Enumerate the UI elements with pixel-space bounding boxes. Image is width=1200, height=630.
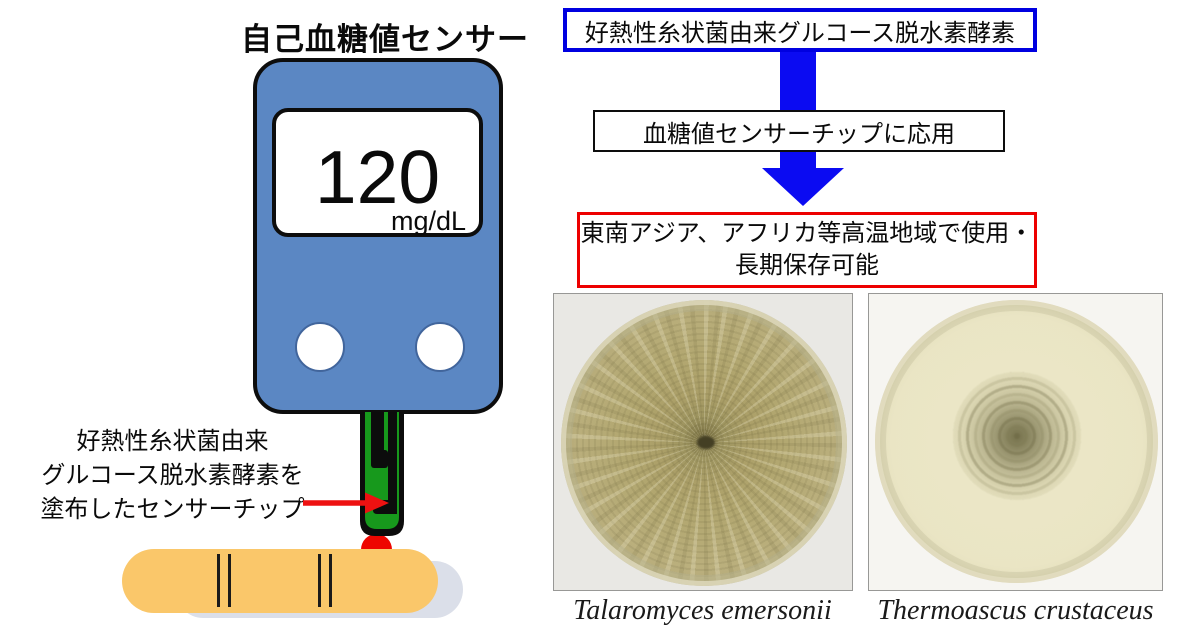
chip-annotation: 好熱性糸状菌由来 グルコース脱水素酵素を 塗布したセンサーチップ [30, 425, 315, 527]
glucose-reading-unit: mg/dL [390, 206, 466, 236]
species-caption-right: Thermoascus crustaceus [877, 595, 1154, 626]
petri-dish-talaromyces [561, 300, 847, 586]
chip-annotation-line2: グルコース脱水素酵素を [41, 462, 304, 489]
finger-illustration [122, 549, 438, 613]
chip-annotation-line3: 塗布したセンサーチップ [40, 496, 305, 523]
chip-annotation-line1: 好熱性糸状菌由来 [76, 428, 269, 455]
flow-box-apply-label: 血糖値センサーチップに応用 [643, 120, 955, 148]
flow-box-benefit-line1: 東南アジア、アフリカ等高温地域で使用・ [580, 220, 1034, 247]
species-caption-left: Talaromyces emersonii [573, 595, 832, 626]
petri-dish-photo-talaromyces [553, 293, 853, 591]
flow-box-benefit: 東南アジア、アフリカ等高温地域で使用・ 長期保存可能 [577, 212, 1037, 288]
finger-crease [228, 554, 231, 607]
finger-crease [329, 554, 332, 607]
glucose-meter-screen: 120 mg/dL [272, 108, 483, 237]
page-title: 自己血糖値センサー [241, 22, 529, 57]
finger-crease [318, 554, 321, 607]
fungal-colony [953, 372, 1081, 500]
flow-box-benefit-line2: 長期保存可能 [735, 252, 879, 279]
flow-box-enzyme: 好熱性糸状菌由来グルコース脱水素酵素 [563, 8, 1037, 52]
sensor-chip-icon [360, 412, 404, 536]
petri-dish-photo-thermoascus [868, 293, 1163, 591]
right-arrow-icon [303, 492, 389, 514]
flow-box-apply: 血糖値センサーチップに応用 [593, 110, 1005, 152]
glucose-reading-value: 120 [314, 135, 441, 219]
meter-button-right [415, 322, 465, 372]
finger-crease [217, 554, 220, 607]
petri-dish-thermoascus [875, 300, 1158, 583]
colony-center-spot [697, 436, 715, 449]
meter-button-left [295, 322, 345, 372]
flow-box-enzyme-label: 好熱性糸状菌由来グルコース脱水素酵素 [584, 19, 1016, 47]
